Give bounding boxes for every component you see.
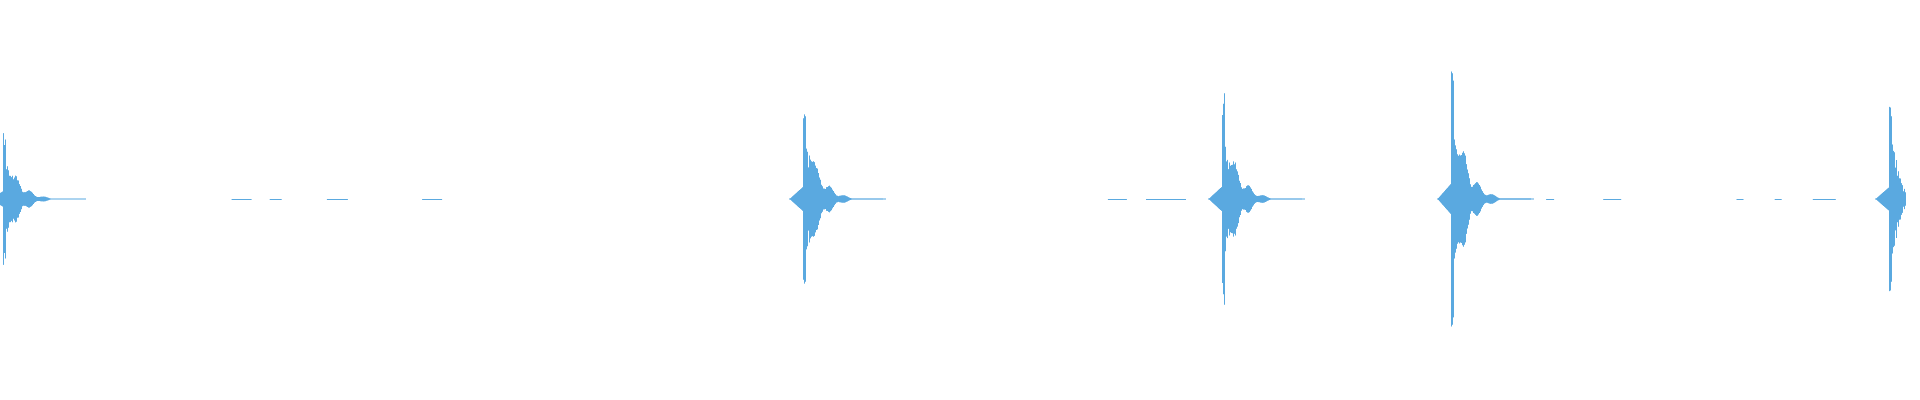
waveform-clip <box>1437 71 1534 327</box>
waveform-clip <box>789 114 886 284</box>
waveform-peaks <box>1208 93 1305 305</box>
waveform-peaks <box>0 133 86 265</box>
waveform-peaks <box>1437 71 1534 327</box>
waveform-peaks <box>789 114 886 284</box>
waveform-clips <box>0 71 1906 327</box>
waveform-clip <box>0 133 86 265</box>
waveform-clip <box>1875 106 1906 292</box>
waveform-clip <box>1208 93 1305 305</box>
waveform-peaks <box>1875 106 1906 292</box>
